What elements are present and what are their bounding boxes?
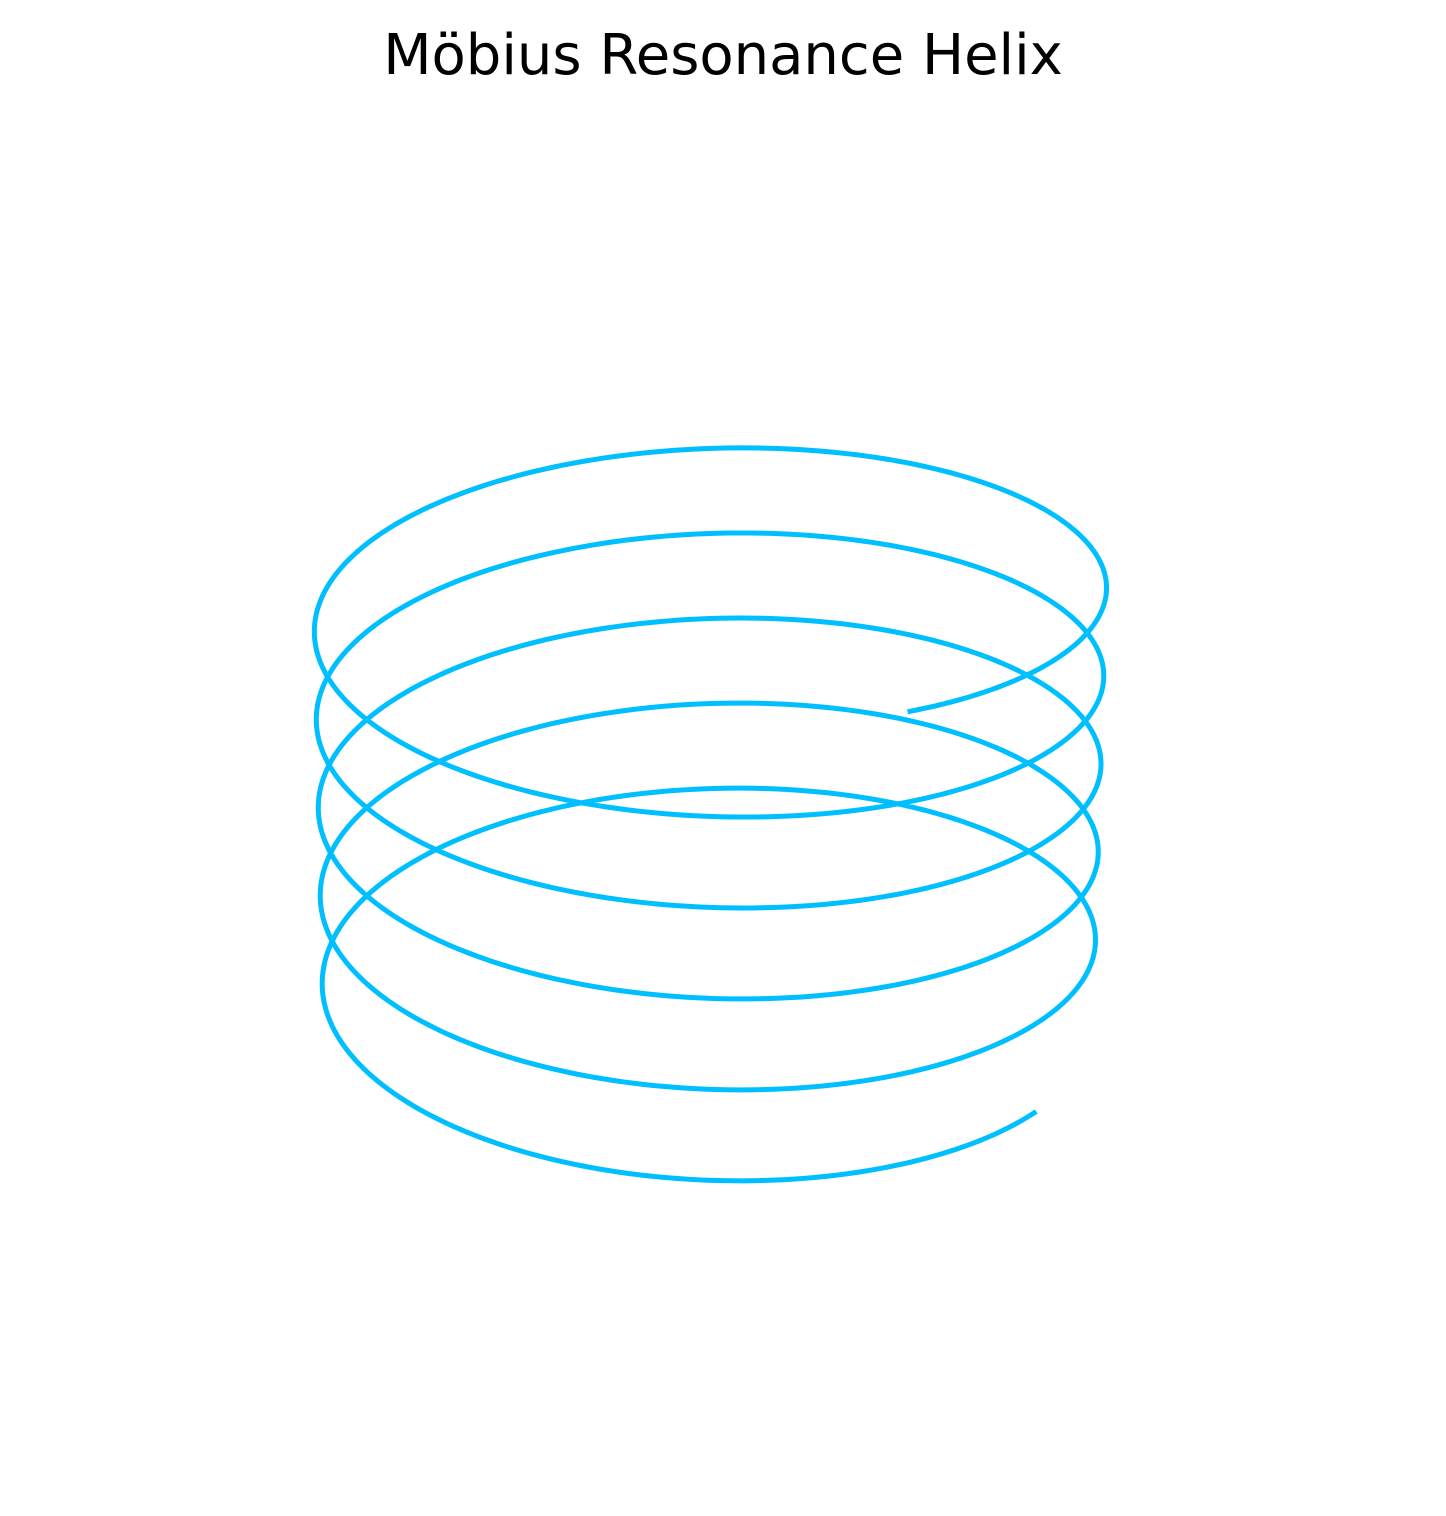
chart-title: Möbius Resonance Helix [383, 23, 1063, 88]
plot-area [311, 445, 1110, 1184]
helix-series-line [311, 445, 1110, 1184]
